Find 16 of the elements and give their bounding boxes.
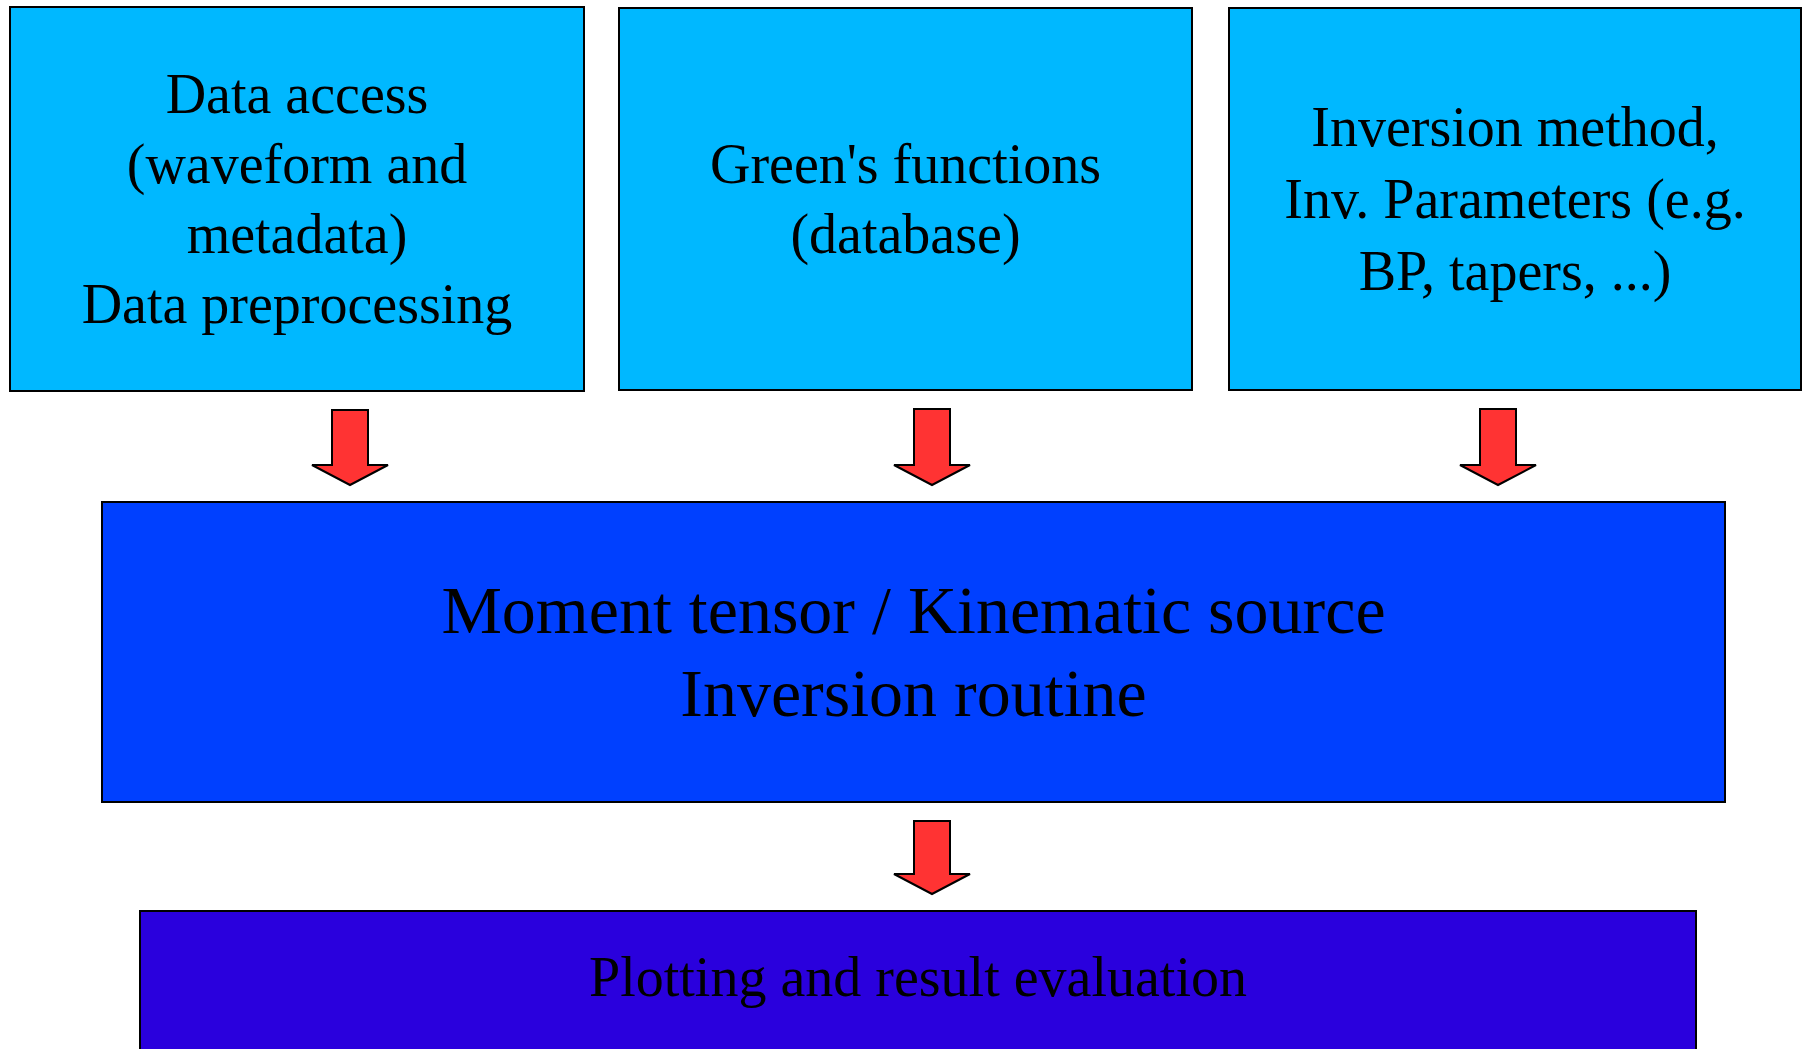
block-arrow: [893, 820, 971, 896]
box-label: Data preprocessing: [81, 272, 513, 337]
process-box: [139, 910, 1697, 1049]
block-arrow: [893, 408, 971, 487]
process-box: [1228, 7, 1802, 391]
process-box: [101, 501, 1726, 803]
box-label: Data access (waveform and metadata): [125, 62, 469, 267]
block-arrow: [1459, 408, 1537, 487]
block-arrow: [311, 409, 389, 487]
process-box: [618, 7, 1193, 391]
box-label: Inversion method, Inv. Parameters (e.g. BP, tapers, ...): [1283, 95, 1747, 304]
box-label: Moment tensor / Kinematic source: [441, 571, 1386, 650]
box-label: Green's functions (database): [708, 132, 1103, 267]
box-label: Plotting and result evaluation: [589, 945, 1247, 1010]
box-label: Inversion routine: [680, 654, 1147, 733]
process-box: [9, 6, 585, 392]
